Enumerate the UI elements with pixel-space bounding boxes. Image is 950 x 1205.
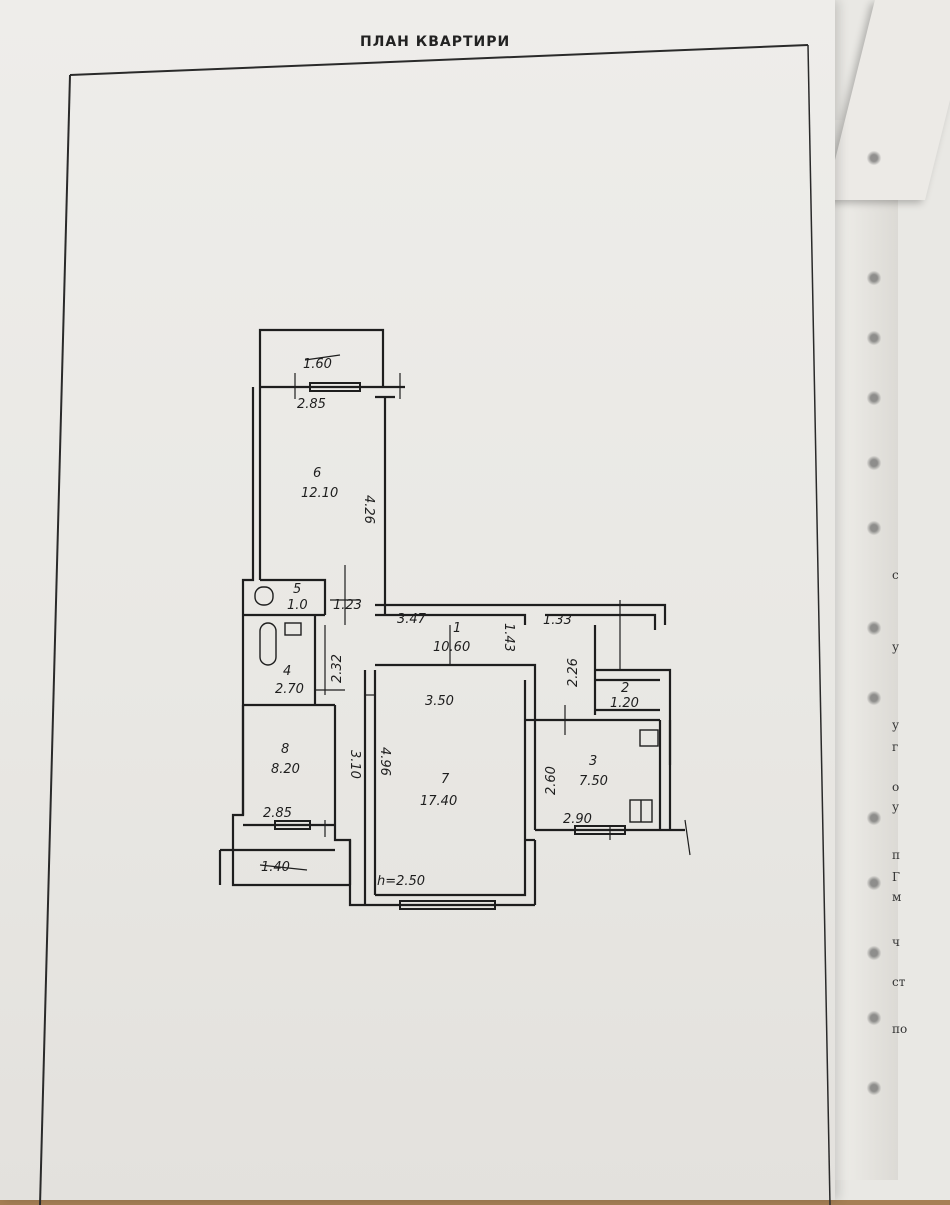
room-8-number: 8 [281, 742, 290, 757]
room-2-length: 2.26 [566, 658, 581, 687]
margin-letter: м [892, 890, 902, 904]
room-5-area: 1.0 [287, 598, 308, 613]
page-title: ПЛАН КВАРТИРИ [360, 34, 511, 50]
room-6-length: 4.26 [361, 495, 376, 524]
margin-letter: о [892, 780, 900, 794]
room-1-width: 3.47 [397, 612, 426, 627]
room-1-length: 1.43 [501, 623, 516, 652]
room-7-ceiling-height: h=2.50 [377, 874, 426, 889]
margin-letter: п [892, 848, 900, 862]
margin-ornament [866, 690, 882, 706]
margin-ornament [866, 150, 882, 166]
margin-letter: у [892, 800, 900, 814]
margin-ornament [866, 1010, 882, 1026]
balcony-bottom-area: 1.40 [261, 860, 290, 875]
margin-letter: по [892, 1022, 908, 1036]
margin-letter: ч [892, 935, 900, 949]
room-3-area: 7.50 [579, 774, 608, 789]
room-6-area: 12.10 [301, 486, 339, 501]
margin-letter: с [892, 568, 899, 582]
margin-ornament [866, 390, 882, 406]
margin-ornament [866, 945, 882, 961]
room-5-width: 1.23 [333, 598, 362, 613]
room-1-area: 10.60 [433, 640, 471, 655]
room-7-length: 4.96 [377, 747, 392, 776]
room-7-area: 17.40 [420, 794, 458, 809]
margin-ornament [866, 520, 882, 536]
room-3-width: 2.90 [563, 812, 592, 827]
margin-letter: Г [892, 870, 900, 884]
room-8-length: 3.10 [347, 750, 362, 779]
room-4-length: 2.32 [330, 654, 345, 683]
room-8-area: 8.20 [271, 762, 300, 777]
balcony-top-width: 2.85 [297, 397, 326, 412]
room-4-number: 4 [283, 664, 292, 679]
margin-ornament [866, 330, 882, 346]
room-2-dimension: 1.33 [543, 613, 572, 628]
room-2-number: 2 [621, 681, 630, 696]
room-3-length: 2.60 [544, 766, 559, 795]
margin-letter: г [892, 740, 899, 754]
room-7-number: 7 [441, 772, 450, 787]
balcony-top-area: 1.60 [303, 357, 332, 372]
document-sheet: ПЛАН КВАРТИРИ [0, 0, 835, 1205]
margin-letter: у [892, 718, 900, 732]
room-2-width: 1.20 [610, 696, 639, 711]
room-5-number: 5 [293, 582, 302, 597]
margin-ornament [866, 1080, 882, 1096]
margin-ornament [866, 270, 882, 286]
room-1-number: 1 [453, 621, 462, 636]
margin-ornament [866, 455, 882, 471]
room-4-width: 2.70 [275, 682, 304, 697]
room-8-width: 2.85 [263, 806, 292, 821]
margin-ornament [866, 810, 882, 826]
margin-ornament [866, 620, 882, 636]
underlying-page-edge [828, 120, 898, 1180]
room-3-number: 3 [589, 754, 598, 769]
floor-plan: 1.60 2.85 6 12.10 4.26 5 1.0 1.23 4 2.70… [215, 325, 695, 925]
room-6-number: 6 [313, 466, 322, 481]
margin-letter: ст [892, 975, 906, 989]
floor-plan-walls [218, 328, 691, 910]
margin-letter: у [892, 640, 900, 654]
margin-ornament [866, 875, 882, 891]
room-7-width: 3.50 [425, 694, 454, 709]
